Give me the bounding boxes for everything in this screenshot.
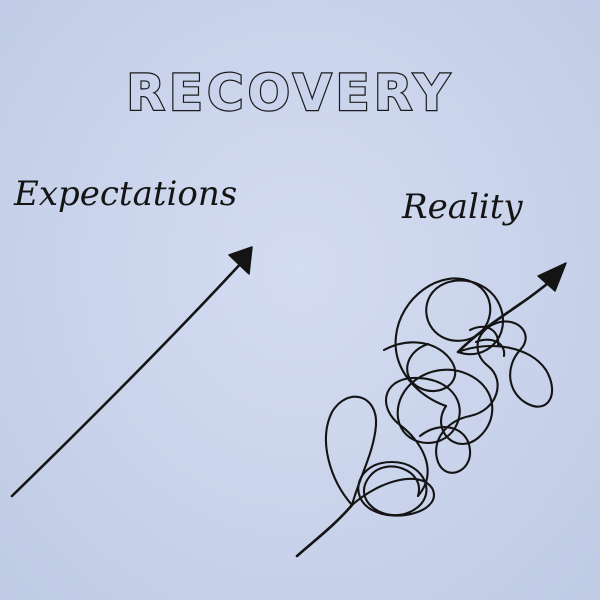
scribble-cross-a <box>418 414 472 474</box>
scribble-exit-shaft <box>456 278 554 354</box>
tangled-scribble-arrow-icon <box>295 262 567 558</box>
straight-arrow-head <box>228 246 253 275</box>
scribble-tangle-middle <box>385 368 494 498</box>
scribble-hatch <box>468 325 506 358</box>
scribble-loop-upper <box>394 277 504 408</box>
straight-arrow-shaft <box>10 258 246 498</box>
scribble-cross-b <box>382 341 457 393</box>
scribble-knot-lower <box>350 460 435 517</box>
expectations-label: Expectations <box>13 174 237 214</box>
page-title: RECOVERY <box>126 64 453 122</box>
reality-label: Reality <box>401 187 523 227</box>
straight-arrow-icon <box>10 246 253 498</box>
scribble-loop-right <box>456 320 554 418</box>
scribble-arrow-head <box>537 262 567 292</box>
scribble-loop-left <box>324 395 378 507</box>
scribble-tail <box>295 503 354 558</box>
